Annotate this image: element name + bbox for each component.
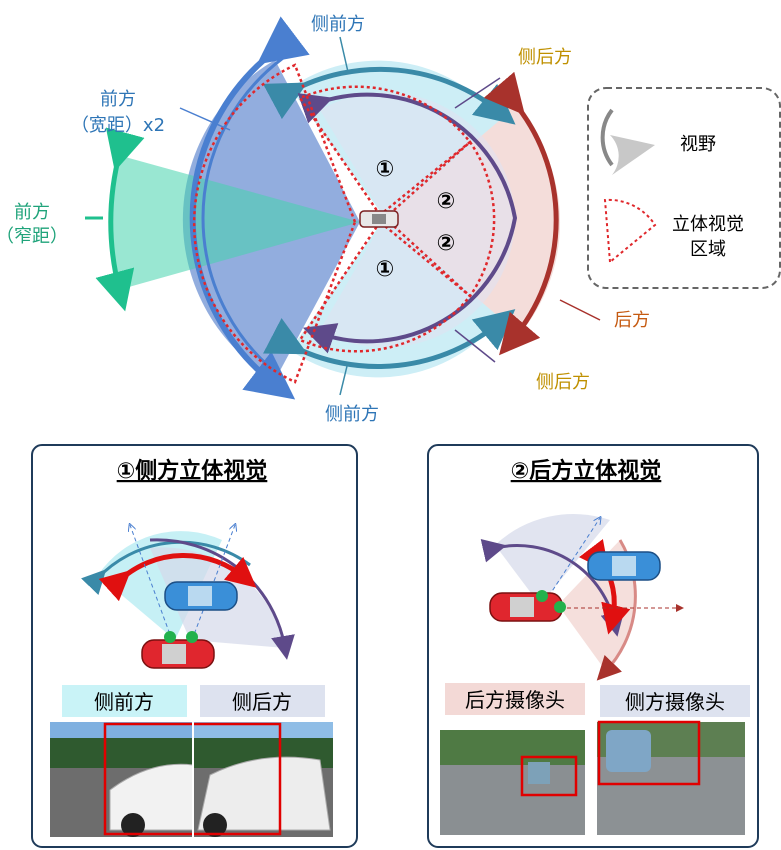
camera-dot-rear [554,601,566,613]
ego-car-icon [359,210,399,228]
label-side-rear-top: 侧后方 [518,47,572,68]
front-narrow-fov [108,155,360,290]
zone-label-2-bottom: ② [437,231,456,256]
leader-line-rear [559,299,601,321]
label-front-wide-1: 前方 [100,89,136,110]
tag-side-front-bg [62,685,187,717]
front-wide-arc-2 [201,56,284,380]
side-front-arc-bottom [263,309,516,369]
label-side-front-top: 侧前方 [311,14,365,35]
ego-car-icon-side [141,639,215,669]
stereo-legend-icon [603,198,657,264]
rear-arc [483,71,559,356]
fov-legend-icon [610,135,655,175]
front-wide-arc [189,16,310,400]
rear-stereo-panel: ②后方立体视觉 后方摄像头 侧方摄像头 [427,444,759,848]
side-rear-fov [320,92,515,348]
zone-label-1-top: ① [376,157,395,182]
label-side-front-bottom: 侧前方 [325,404,379,425]
leader-line-side-rear-top [454,77,501,109]
rear-side-axis [544,518,600,603]
tag-rear-camera: 后方摄像头 [465,688,565,712]
stereo-zone-side-bottom [298,220,472,353]
side-rear-camera-image [193,722,333,837]
rear-camera-image [440,730,585,835]
label-rear: 后方 [614,310,650,331]
leader-line-side-front-bottom [339,361,349,396]
side-camera-image [597,722,745,835]
tag-side-rear: 侧后方 [232,690,292,714]
zone-label-2-top: ② [437,189,456,214]
legend: 视野 立体视觉 区域 [587,87,781,289]
rear-panel-title: ②后方立体视觉 [511,458,662,484]
tag-side-front: 侧前方 [94,690,154,714]
rear-detect-box [520,755,578,797]
front-narrow-arc [95,127,145,312]
target-car-icon-rear [587,551,661,581]
leader-line-front-wide [179,107,231,131]
camera-dot-right [186,631,198,643]
side-overlap-arc [98,553,257,602]
tag-side-rear-bg [200,685,325,717]
side-panel-title: ①侧方立体视觉 [117,458,268,484]
tag-side-camera-bg [600,685,750,717]
tag-rear-camera-bg [445,683,585,715]
legend-box [587,87,781,289]
side-detect-box-rear [597,720,701,786]
label-side-rear-bottom: 侧后方 [536,372,590,393]
side-stereo-panel: ①侧方立体视觉 侧前方 侧后方 [31,444,358,848]
side-front-camera-image [50,722,194,837]
stereo-zone-side-top [298,85,472,217]
coverage-diagram: ① ② ② ① 前方 （宽距）x2 前方 （窄距） 侧前方 侧后方 后方 侧后方… [0,14,650,425]
target-car-icon [164,581,238,611]
leader-line-side-rear-bottom [454,329,496,363]
ego-car-icon-rear [489,592,563,622]
legend-stereo-label-2: 区域 [690,239,726,260]
label-front-wide-2: （宽距）x2 [71,115,165,136]
tag-side-camera: 侧方摄像头 [625,690,725,714]
camera-dot-side [536,590,548,602]
stereo-zone-rear [383,140,496,298]
legend-stereo-label-1: 立体视觉 [672,214,744,235]
stereo-zone-front [192,63,357,384]
label-front-narrow-2: （窄距） [0,226,68,247]
leader-line-side-front-top [339,36,349,73]
legend-fov-label: 视野 [680,134,716,155]
zone-label-1-bottom: ① [376,257,395,282]
fov-legend-arc [600,108,614,167]
label-front-narrow-1: 前方 [14,202,50,223]
camera-dot-left [164,631,176,643]
